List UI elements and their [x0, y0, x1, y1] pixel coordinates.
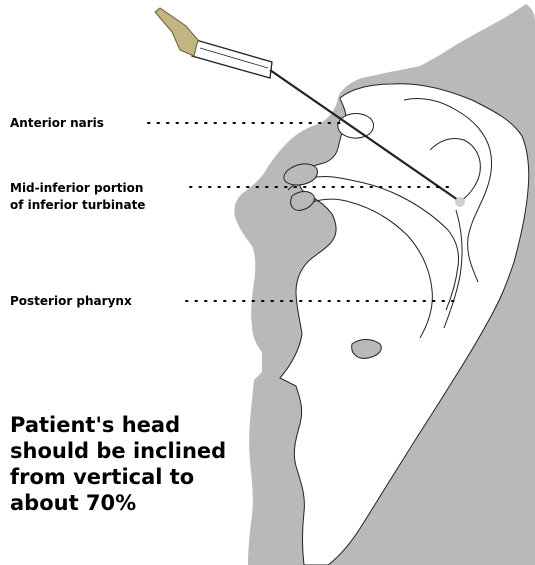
label-turbinate-line2: of inferior turbinate [10, 198, 145, 212]
head-inclination-instruction: Patient's head should be inclined from v… [10, 412, 226, 516]
label-posterior-pharynx: Posterior pharynx [10, 294, 132, 308]
label-anterior-naris: Anterior naris [10, 116, 104, 130]
instruction-line-2: should be inclined [10, 438, 226, 464]
nose-tip-curl [338, 114, 374, 139]
instruction-line-4: about 70% [10, 490, 226, 516]
swab-tip [155, 8, 198, 56]
swab-target-dot [455, 197, 465, 207]
label-turbinate-line1: Mid-inferior portion [10, 181, 143, 195]
swab-tube [192, 40, 272, 78]
instruction-line-1: Patient's head [10, 412, 226, 438]
instruction-line-3: from vertical to [10, 464, 226, 490]
